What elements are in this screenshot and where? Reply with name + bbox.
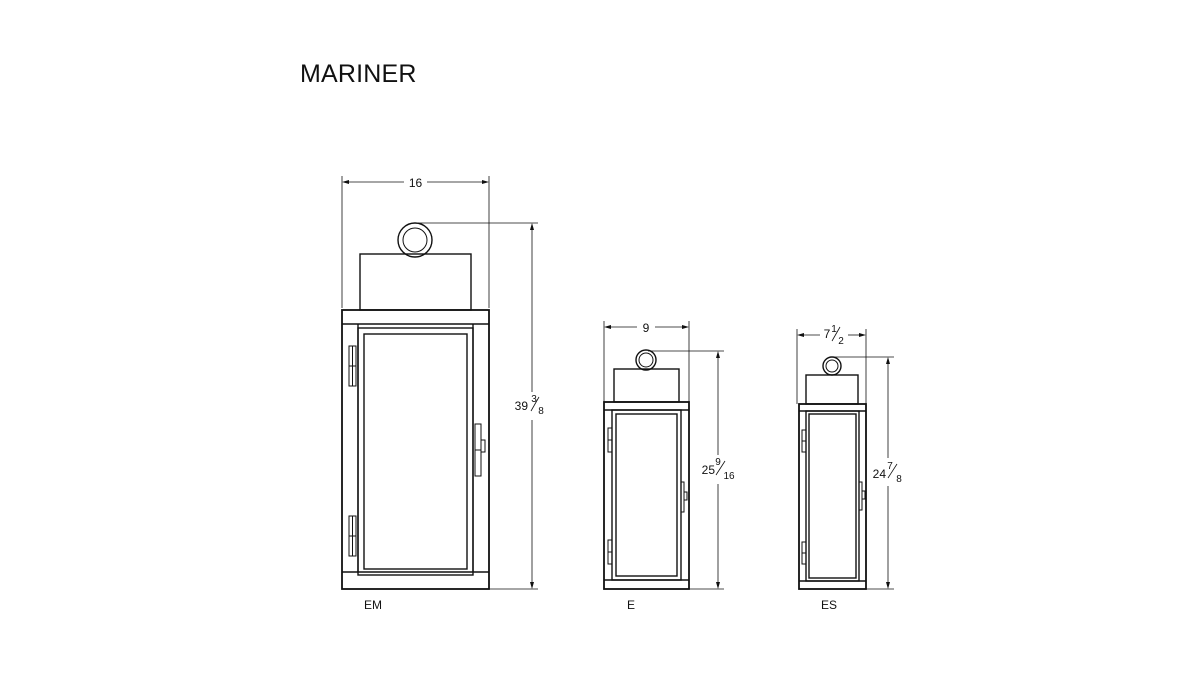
model-label-em: EM [364, 598, 382, 612]
hinge-icon [607, 427, 613, 453]
hanging-ring-em [397, 222, 433, 258]
height-dimension-es: 24 7 8 [834, 356, 902, 590]
hinge-icon [607, 539, 613, 565]
width-dimension-em: 16 [341, 176, 490, 308]
page-title: MARINER [300, 60, 417, 88]
hanging-ring-es [822, 356, 842, 376]
width-fraction-num-es: 1 [831, 324, 837, 335]
height-fraction-den-e: 16 [723, 471, 735, 482]
height-fraction-den-es: 8 [896, 474, 902, 485]
lantern-body-e [603, 401, 690, 590]
hinge-icon [801, 429, 807, 453]
top-cap-es [805, 374, 859, 405]
model-label-e: E [627, 598, 635, 612]
height-label-em: 39 [515, 399, 529, 413]
height-fraction-num-es: 7 [887, 461, 893, 472]
hinge-icon [348, 345, 357, 387]
lantern-e: 9 [603, 321, 735, 612]
height-fraction-den-em: 8 [538, 406, 544, 417]
hinge-icon [801, 541, 807, 565]
width-dimension-e: 9 [603, 321, 690, 402]
width-fraction-den-es: 2 [838, 336, 844, 347]
width-label-em: 16 [409, 176, 423, 190]
lantern-em: 16 [341, 176, 544, 612]
latch-icon [858, 481, 866, 511]
height-dimension-e: 25 9 16 [648, 350, 735, 590]
height-fraction-num-em: 3 [531, 394, 537, 405]
latch-icon [474, 423, 486, 477]
latch-icon [680, 481, 688, 513]
width-dimension-es: 7 1 2 [796, 324, 867, 404]
width-label-es: 7 [824, 327, 831, 341]
height-label-e: 25 [702, 463, 716, 477]
hanging-ring-e [635, 349, 657, 371]
lantern-es: 7 1 2 [796, 324, 902, 612]
lantern-body-es [798, 403, 867, 590]
top-cap-e [613, 368, 680, 403]
model-label-es: ES [821, 598, 837, 612]
width-label-e: 9 [643, 321, 650, 335]
height-dimension-em: 39 3 8 [418, 222, 544, 590]
height-label-es: 24 [873, 467, 887, 481]
top-cap-em [359, 253, 472, 311]
height-fraction-num-e: 9 [715, 457, 721, 468]
lantern-body-em [341, 309, 490, 590]
hinge-icon [348, 515, 357, 557]
